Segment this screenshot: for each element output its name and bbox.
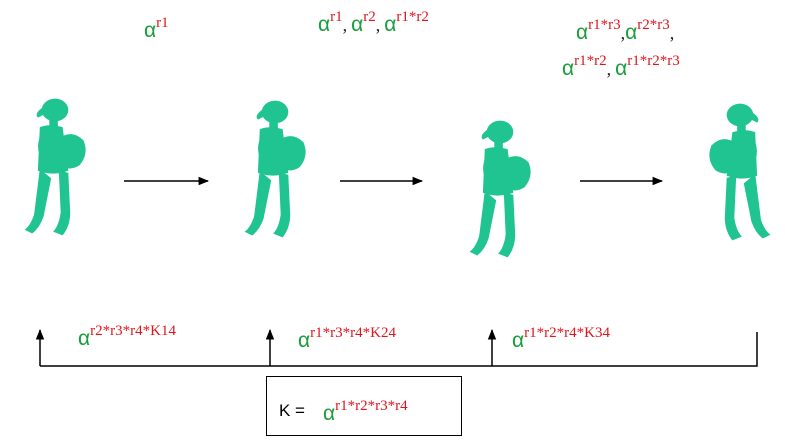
exponent: r1*r2*r3*r4 [335, 398, 408, 414]
label-feedback-2: αr1*r3*r4*K24 [298, 326, 396, 352]
feedback-line [40, 332, 758, 367]
key-prefix: K = [279, 401, 305, 420]
alpha-symbol: α [625, 21, 638, 44]
alpha-symbol: α [298, 329, 311, 352]
exponent: r1*r2 [396, 9, 429, 25]
alpha-symbol: α [615, 57, 628, 80]
alpha-symbol: α [562, 57, 575, 80]
comma: , [606, 59, 612, 79]
alpha-symbol: α [323, 402, 336, 425]
key-expression: αr1*r2*r3*r4 [323, 399, 408, 425]
exponent: r1*r3*r4*K24 [310, 325, 396, 341]
person-icon [24, 98, 86, 236]
comma: , [620, 23, 626, 43]
exponent: r2*r3*r4*K14 [90, 323, 176, 339]
label-feedback-3: αr1*r2*r4*K34 [512, 326, 610, 352]
alpha-symbol: α [384, 13, 397, 36]
label-p2: αr1, αr2, αr1*r2 [318, 10, 429, 36]
alpha-symbol: α [512, 329, 525, 352]
alpha-symbol: α [351, 13, 364, 36]
exponent: r1*r2*r4*K34 [524, 325, 610, 341]
alpha-symbol: α [144, 19, 157, 42]
exponent: r1*r3 [588, 17, 621, 33]
alpha-symbol: α [78, 327, 91, 350]
person-icon [469, 120, 531, 258]
exponent: r2 [363, 9, 376, 25]
exponent: r1*r2 [574, 53, 607, 69]
key-box: K = αr1*r2*r3*r4 [266, 376, 462, 436]
alpha-symbol: α [576, 21, 589, 44]
comma: , [669, 23, 675, 43]
comma: , [375, 15, 381, 35]
exponent: r2*r3 [637, 17, 670, 33]
label-p3-row1: αr1*r3,αr2*r3, [576, 18, 675, 44]
exponent: r1 [156, 15, 169, 31]
exponent: r1 [330, 9, 343, 25]
label-feedback-1: αr2*r3*r4*K14 [78, 324, 176, 350]
exponent: r1*r2*r3 [627, 53, 680, 69]
label-p3-row2: αr1*r2, αr1*r2*r3 [562, 54, 680, 80]
alpha-symbol: α [318, 13, 331, 36]
comma: , [342, 15, 348, 35]
person-icon [709, 104, 770, 241]
person-icon [244, 100, 306, 238]
label-p1: αr1 [144, 16, 169, 42]
